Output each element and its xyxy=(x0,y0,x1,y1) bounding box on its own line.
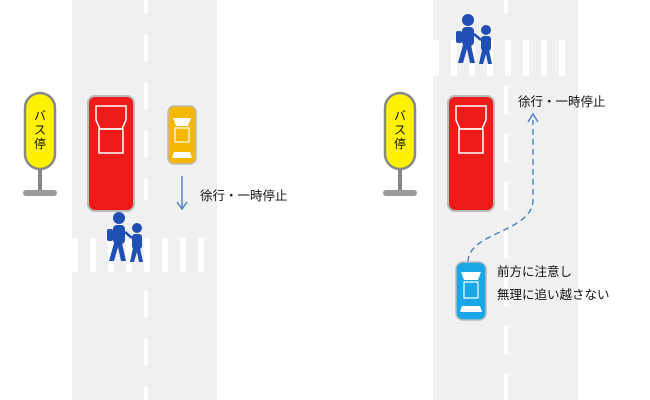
slow-down-arrow xyxy=(176,176,188,211)
pedestrians xyxy=(456,14,492,64)
taxi xyxy=(167,105,197,165)
bus xyxy=(447,95,495,212)
bus xyxy=(87,95,135,212)
slow-down-instruction: 徐行・一時停止 xyxy=(200,188,288,203)
pedestrians xyxy=(107,212,143,262)
right-road-scene xyxy=(383,0,578,400)
center-lane-marking xyxy=(504,0,508,400)
right-scenario-panel: バス停 徐行・一時停止 前方に注意し 無理に追い越さない xyxy=(325,0,650,400)
bus-stop-sign-label: バス停 xyxy=(33,109,46,151)
caution-instruction-line2: 無理に追い越さない xyxy=(497,287,610,302)
passing-path-arrow xyxy=(467,112,539,263)
slow-down-instruction: 徐行・一時停止 xyxy=(518,94,606,109)
left-scenario-panel: バス停 徐行・一時停止 xyxy=(23,0,288,400)
bus-stop-sign xyxy=(23,91,57,196)
car xyxy=(455,261,487,321)
center-lane-marking xyxy=(144,0,148,400)
bus-stop-sign xyxy=(383,91,417,196)
left-road-scene xyxy=(23,0,217,400)
caution-instruction-line1: 前方に注意し xyxy=(497,264,573,279)
bus-stop-sign-label: バス停 xyxy=(393,109,406,151)
